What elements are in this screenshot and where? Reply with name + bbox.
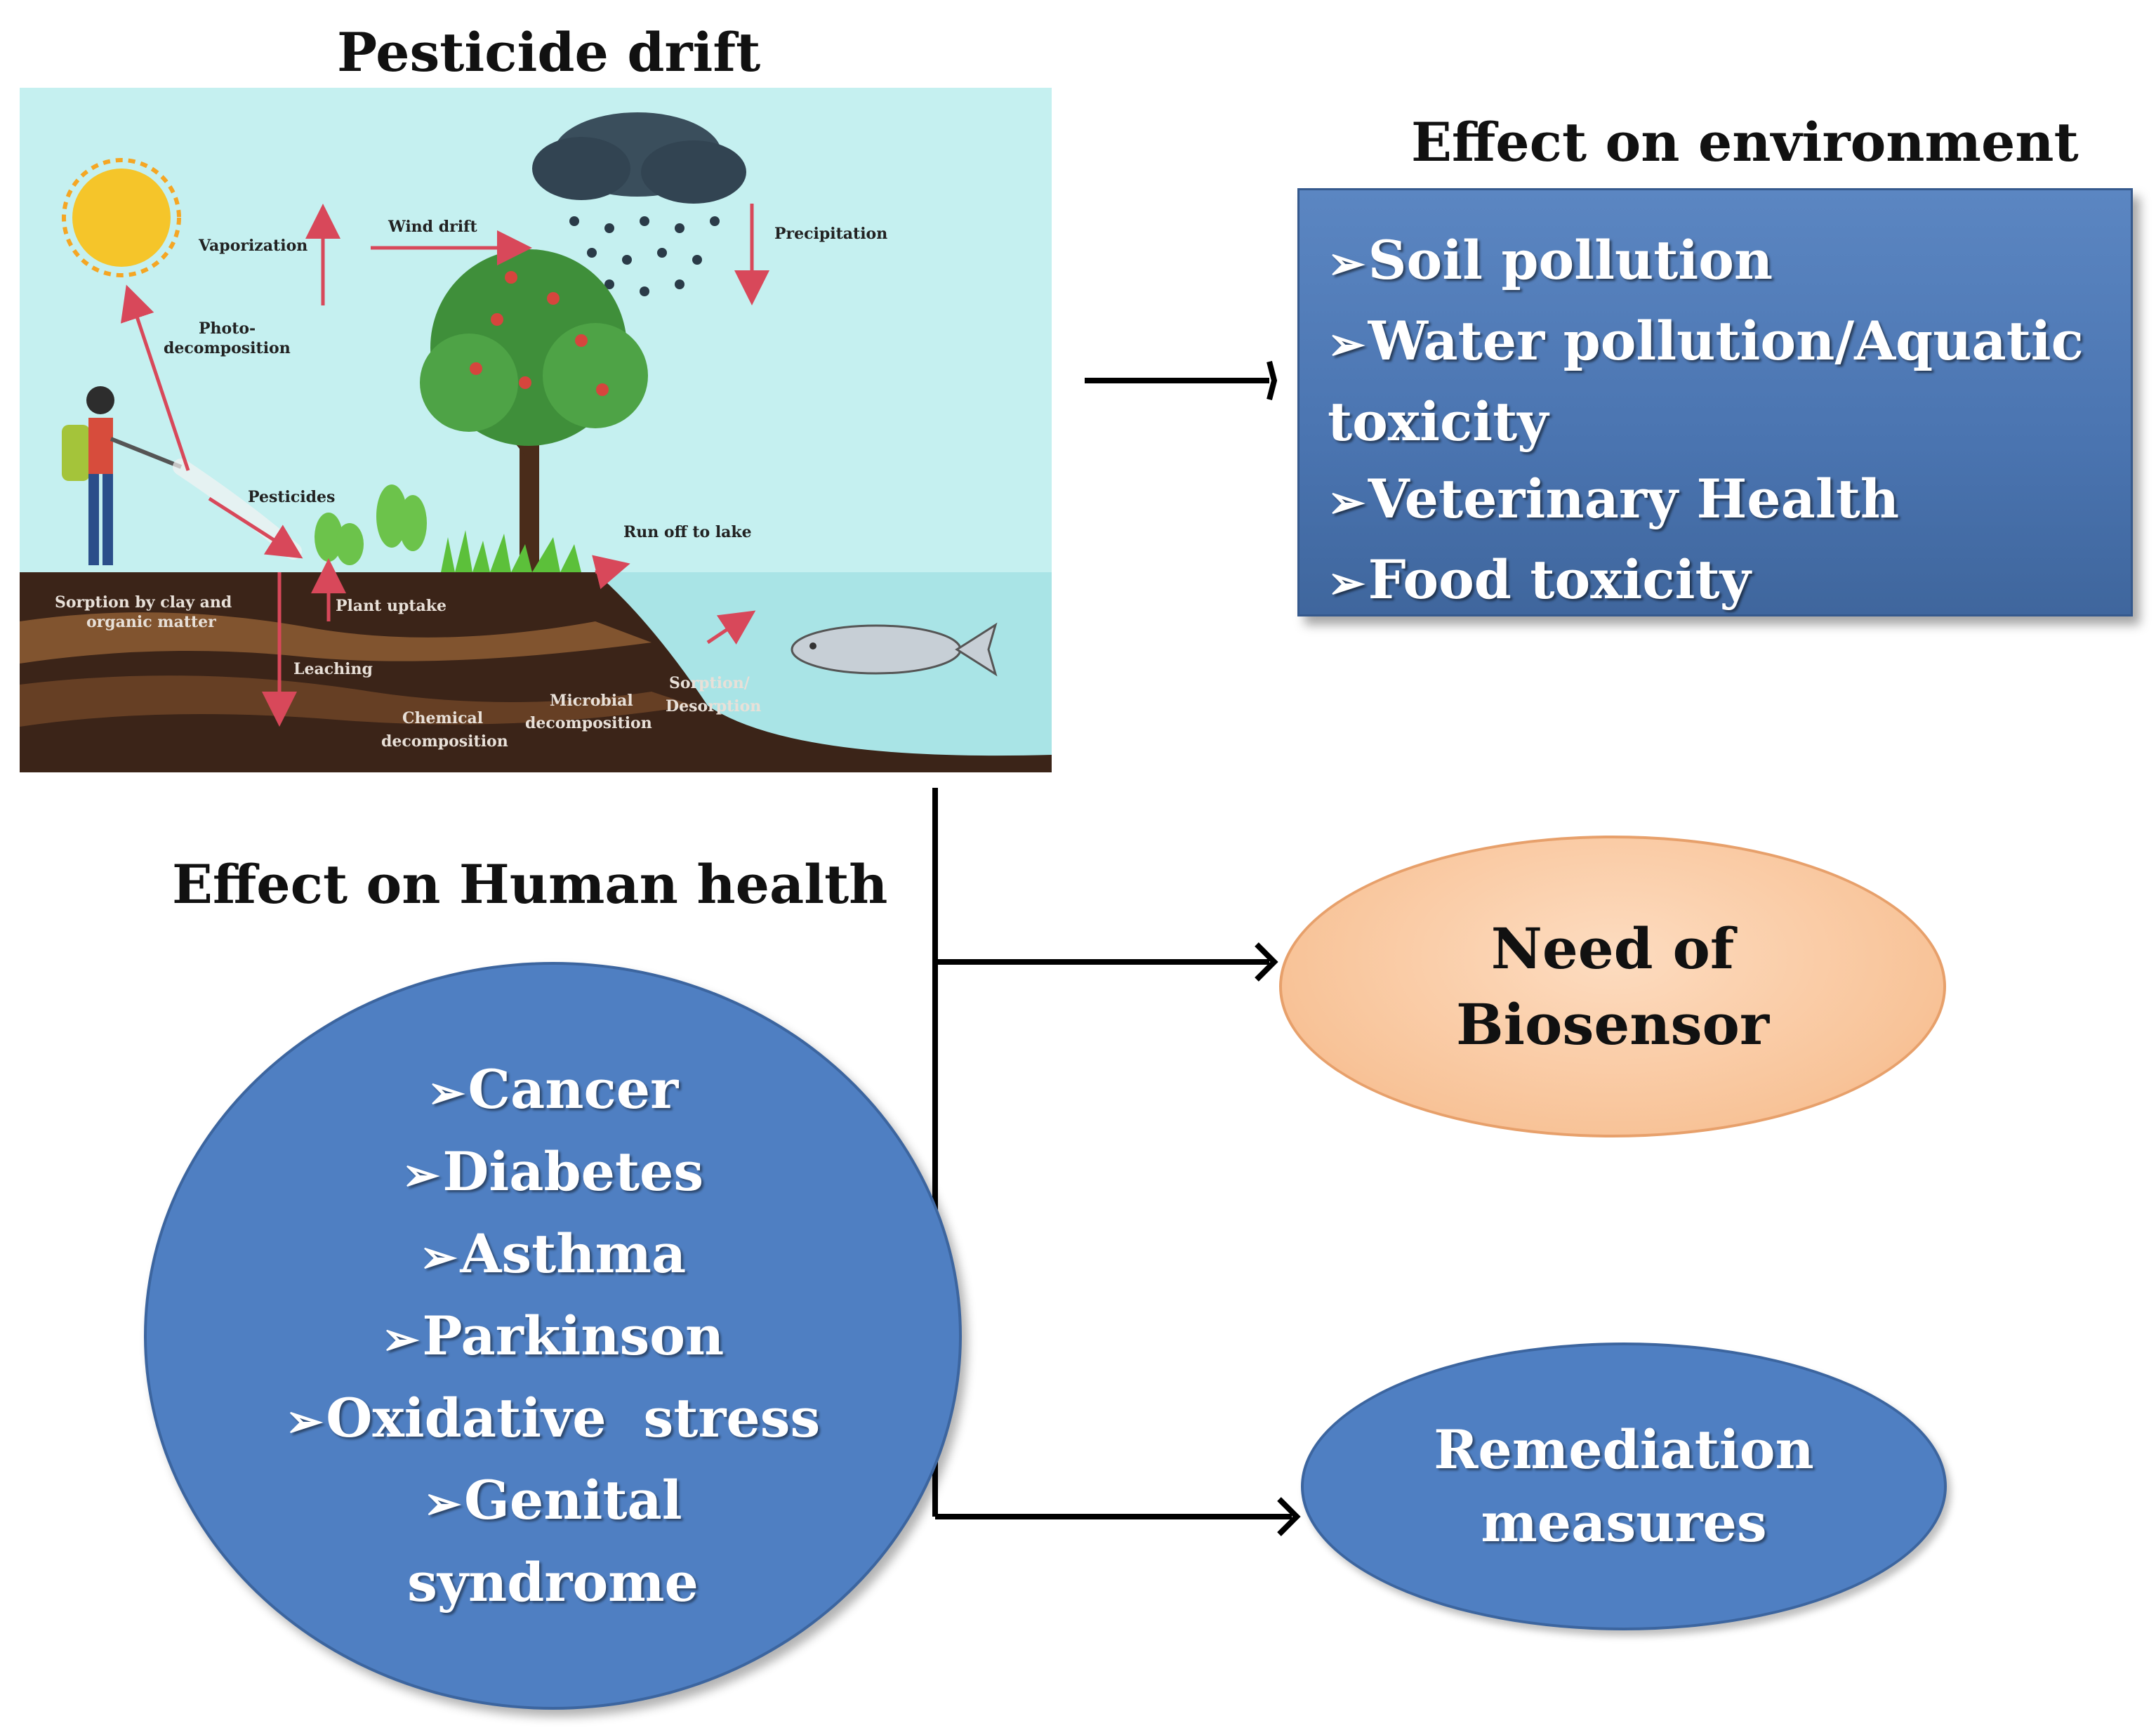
remediation-ellipse: Remediation measures: [1301, 1343, 1947, 1630]
human-item-genital: ➢Genital: [423, 1468, 682, 1531]
photo-decomposition-label-1: Photo-: [199, 319, 256, 338]
sun-icon: [62, 158, 181, 277]
sorption-desorption-label-2: Desorption: [666, 697, 761, 715]
sorption-desorption-label-1: Sorption/: [669, 674, 750, 692]
human-health-circle: ➢Cancer ➢Diabetes ➢Asthma ➢Parkinson ➢Ox…: [144, 962, 962, 1710]
human-item-oxidative: ➢Oxidative stress: [285, 1386, 821, 1449]
rain-cloud-icon: [532, 112, 746, 296]
runoff-label: Run off to lake: [623, 523, 752, 541]
env-item-soil: ➢Soil pollution: [1328, 229, 1773, 291]
fish-icon: [791, 622, 998, 677]
plant-uptake-label: Plant uptake: [336, 597, 447, 615]
biosensor-line-2: Biosensor: [1455, 991, 1769, 1057]
photo-decomposition-label-2: decomposition: [164, 339, 291, 357]
chemical-decomposition-label-1: Chemical: [402, 709, 483, 727]
leaching-label: Leaching: [293, 660, 373, 678]
grass: [441, 530, 581, 572]
biosensor-line-1: Need of: [1490, 916, 1735, 982]
env-item-water: ➢Water pollution/Aquatic: [1328, 310, 2084, 372]
env-item-veterinary: ➢Veterinary Health: [1328, 468, 1900, 530]
tree-icon: [420, 249, 648, 572]
microbial-decomposition-label-1: Microbial: [550, 692, 633, 710]
pesticide-drift-title: Pesticide drift: [337, 21, 761, 84]
env-item-food: ➢Food toxicity: [1328, 548, 1751, 611]
sorption-label-1: Sorption by clay and: [55, 593, 232, 612]
pesticide-drift-illustration: Vaporization Wind drift Precipitation Ph…: [20, 88, 1052, 772]
remediation-line-1: Remediation: [1434, 1418, 1814, 1481]
chemical-decomposition-label-2: decomposition: [381, 732, 508, 751]
human-health-title: Effect on Human health: [172, 853, 888, 916]
plant-seedlings: [315, 484, 427, 565]
human-item-cancer: ➢Cancer: [427, 1057, 679, 1121]
human-item-parkinson: ➢Parkinson: [381, 1304, 725, 1367]
human-item-asthma: ➢Asthma: [419, 1222, 687, 1285]
human-item-genital-cont: syndrome: [407, 1550, 699, 1614]
environment-effects-box: ➢Soil pollution ➢Water pollution/Aquatic…: [1297, 188, 2133, 616]
microbial-decomposition-label-2: decomposition: [525, 714, 652, 732]
precipitation-label: Precipitation: [774, 225, 887, 243]
sorption-label-2: organic matter: [86, 613, 216, 631]
pesticides-label: Pesticides: [248, 488, 335, 506]
remediation-line-2: measures: [1481, 1491, 1767, 1554]
environment-effects-title: Effect on environment: [1411, 111, 2079, 173]
wind-drift-label: Wind drift: [388, 218, 478, 236]
env-item-water-cont: toxicity: [1328, 390, 1549, 453]
biosensor-ellipse: Need of Biosensor: [1279, 836, 1946, 1137]
human-item-diabetes: ➢Diabetes: [402, 1140, 704, 1203]
vaporization-label: Vaporization: [198, 237, 307, 255]
